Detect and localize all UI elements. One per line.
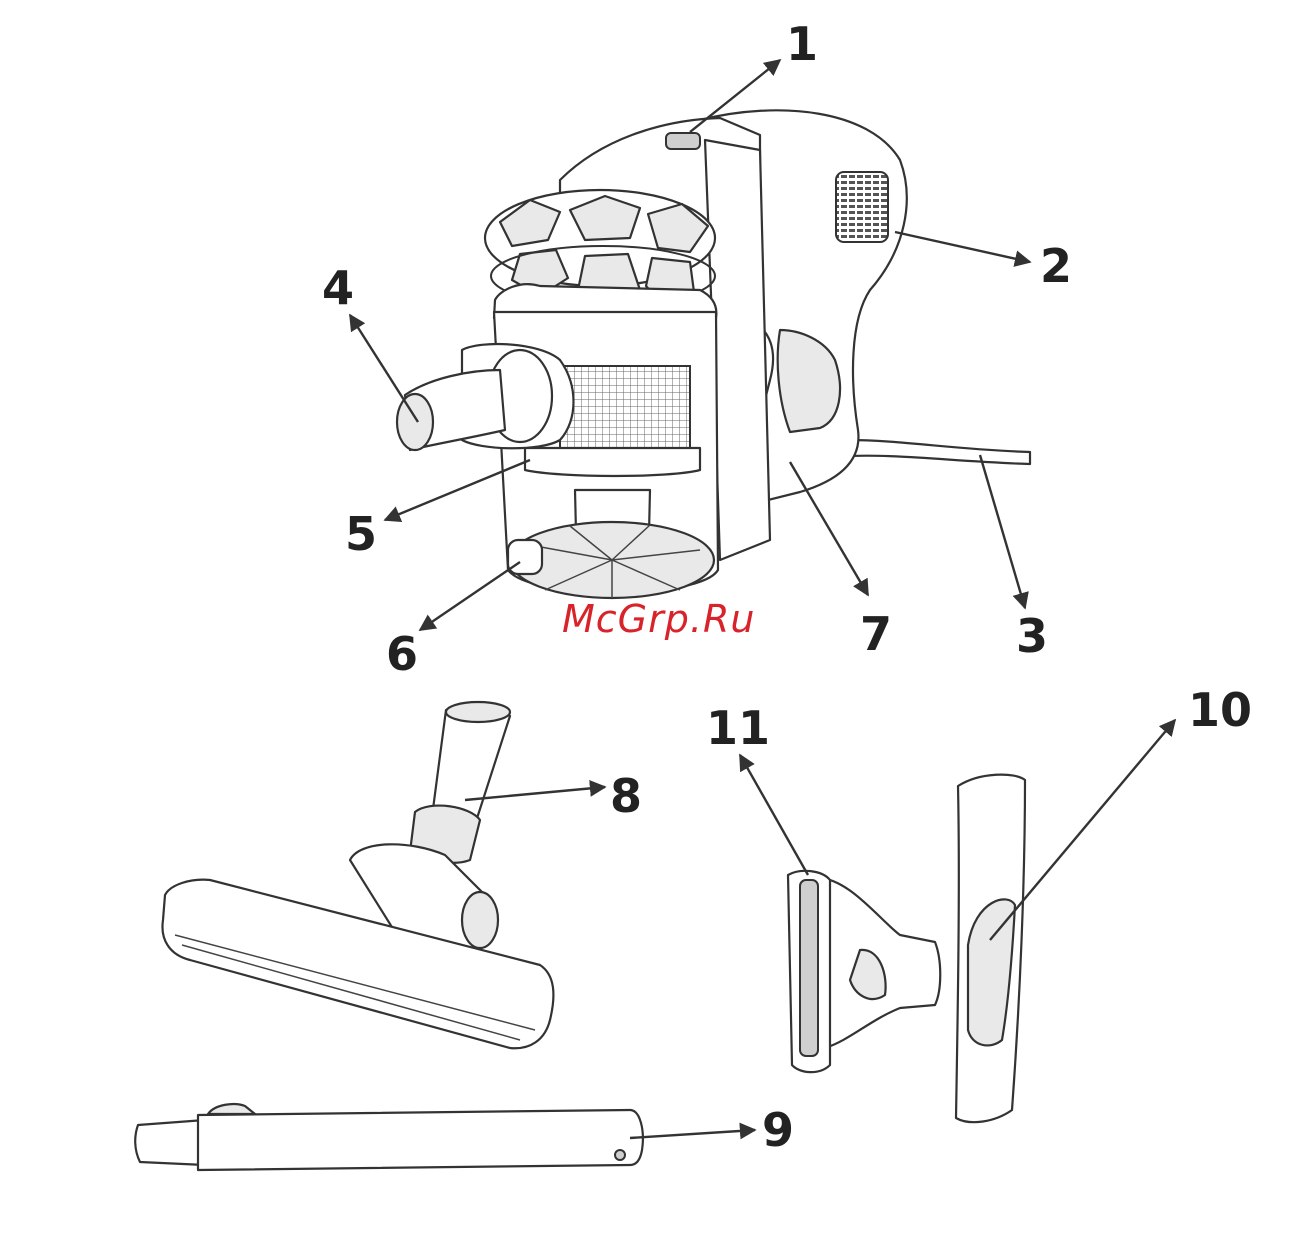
leader-11 <box>740 755 808 875</box>
callout-4: 4 <box>322 261 354 315</box>
extension-tube <box>135 1104 643 1170</box>
callout-5: 5 <box>345 507 377 561</box>
callout-9: 9 <box>762 1103 794 1157</box>
callout-3: 3 <box>1016 609 1048 663</box>
leader-9 <box>630 1130 755 1138</box>
tube-body <box>198 1110 643 1170</box>
callout-1: 1 <box>786 17 818 71</box>
brush-wheel <box>462 892 498 948</box>
crevice-tool <box>956 775 1025 1123</box>
exhaust-grille <box>836 172 888 242</box>
bin-band <box>525 448 700 476</box>
leader-2 <box>895 232 1030 262</box>
callout-10: 10 <box>1188 683 1252 737</box>
handheld-vacuum-unit <box>397 110 1030 598</box>
leader-6 <box>420 562 520 630</box>
watermark-text: McGrp.Ru <box>562 597 755 641</box>
inlet-opening <box>397 394 433 450</box>
upholstery-slot <box>800 880 818 1056</box>
callout-2: 2 <box>1040 239 1072 293</box>
leader-4 <box>350 315 418 422</box>
callout-6: 6 <box>386 627 418 681</box>
leader-7 <box>790 462 868 595</box>
leader-3 <box>980 455 1025 608</box>
brush-tube-end <box>446 702 510 722</box>
upholstery-tool <box>788 871 940 1072</box>
bin-filter-mesh <box>560 366 690 450</box>
power-cord <box>848 440 1030 464</box>
callout-11: 11 <box>706 701 770 755</box>
release-button <box>666 133 700 149</box>
floor-brush <box>162 702 553 1048</box>
callout-8: 8 <box>610 769 642 823</box>
tube-end-small <box>135 1120 205 1165</box>
callout-7: 7 <box>860 607 892 661</box>
bin-release-latch <box>508 540 542 574</box>
tube-button <box>615 1150 625 1160</box>
tube-latch <box>208 1104 255 1114</box>
